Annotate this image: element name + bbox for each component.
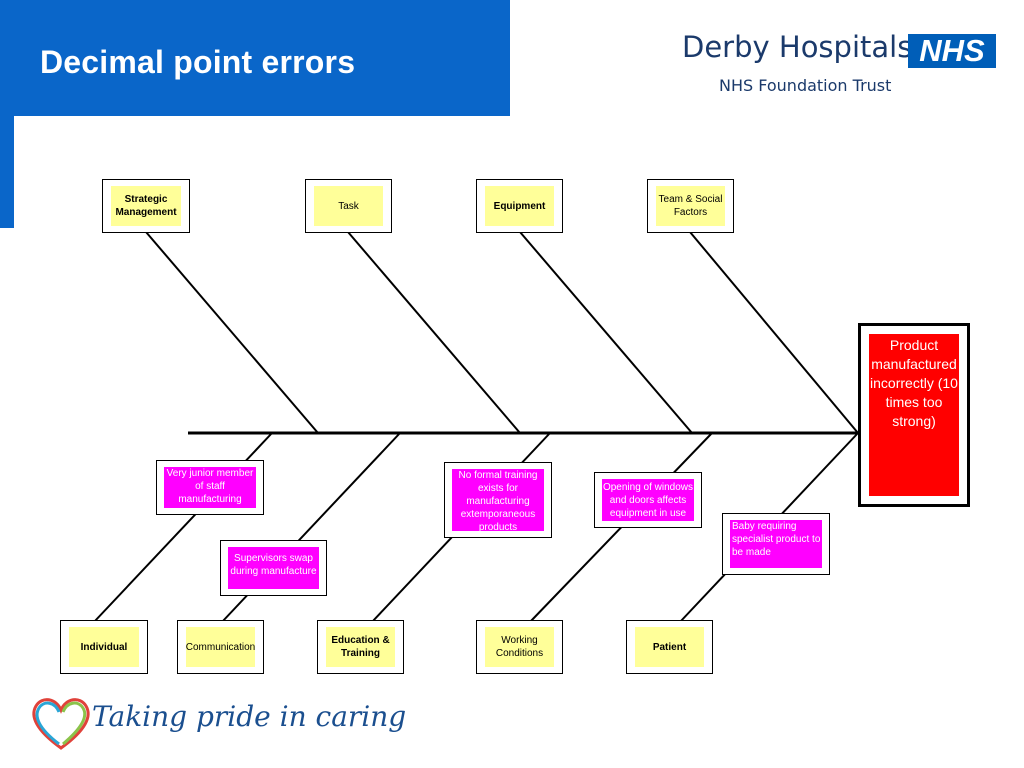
cause-label: No formal training exists for manufactur… (452, 469, 544, 531)
cause-label: Very junior member of staff manufacturin… (164, 467, 256, 508)
bone-equipment (519, 231, 693, 434)
derby-hospitals-logo: Derby Hospitals NHS NHS Foundation Trust (672, 20, 1002, 106)
bone-strategic-management (145, 231, 319, 434)
category-education-training: Education & Training (317, 620, 404, 674)
category-equipment: Equipment (476, 179, 563, 233)
logo-trust-name: NHS Foundation Trust (719, 76, 892, 95)
taking-pride-logo: Taking pride in caring (26, 688, 406, 758)
cause-label: Baby requiring specialist product to be … (730, 520, 822, 568)
cause-label: Supervisors swap during manufacture (228, 547, 319, 589)
logo-organisation-name: Derby Hospitals (682, 30, 913, 64)
cause-education-training: No formal training exists for manufactur… (444, 462, 552, 538)
category-label: Communication (186, 627, 255, 667)
category-team-social-factors: Team & Social Factors (647, 179, 734, 233)
slogan-text: Taking pride in caring (92, 700, 407, 733)
slide-title: Decimal point errors (40, 44, 356, 80)
category-label: Task (314, 186, 383, 226)
cause-working-conditions: Opening of windows and doors affects equ… (594, 472, 702, 528)
cause-communication: Supervisors swap during manufacture (220, 540, 327, 596)
category-working-conditions: Working Conditions (476, 620, 563, 674)
category-label: Patient (635, 627, 704, 667)
bone-task (347, 231, 521, 434)
category-patient: Patient (626, 620, 713, 674)
category-label: Working Conditions (485, 627, 554, 667)
cause-individual: Very junior member of staff manufacturin… (156, 460, 264, 515)
effect-label: Product manufactured incorrectly (10 tim… (869, 334, 959, 496)
category-task: Task (305, 179, 392, 233)
category-communication: Communication (177, 620, 264, 674)
cause-label: Opening of windows and doors affects equ… (602, 479, 694, 521)
nhs-badge: NHS (908, 34, 996, 68)
category-individual: Individual (60, 620, 148, 674)
cause-patient: Baby requiring specialist product to be … (722, 513, 830, 575)
title-band (0, 0, 510, 116)
category-label: Strategic Management (111, 186, 181, 226)
title-band-strip (0, 116, 14, 228)
category-label: Equipment (485, 186, 554, 226)
bone-team-social-factors (689, 231, 859, 434)
category-label: Team & Social Factors (656, 186, 725, 226)
effect-box: Product manufactured incorrectly (10 tim… (858, 323, 970, 507)
heart-icon (32, 698, 90, 750)
category-label: Education & Training (326, 627, 395, 667)
category-label: Individual (69, 627, 139, 667)
category-strategic-management: Strategic Management (102, 179, 190, 233)
